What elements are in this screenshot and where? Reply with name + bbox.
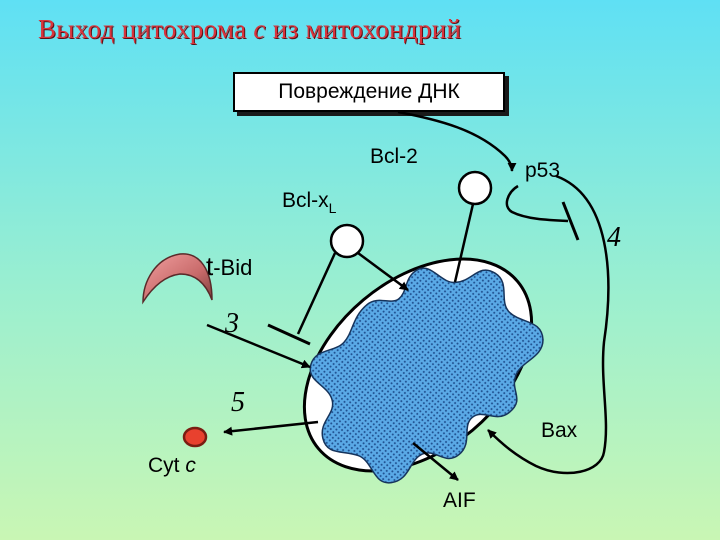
slide-title: Выход цитохрома c из митохондрий <box>38 14 462 44</box>
bcl2-circle <box>457 170 493 206</box>
dna-damage-box: Повреждение ДНК <box>233 72 505 112</box>
aif-arrow <box>412 442 459 481</box>
label-tbid: t-Bid <box>206 251 252 281</box>
label-cyt-c: Cyt c <box>148 454 196 477</box>
p53-inhibition-line <box>505 184 569 223</box>
bclxl-circle <box>329 223 365 259</box>
label-bclxl: Bcl-xL <box>282 189 337 216</box>
mitochondrion <box>302 257 544 484</box>
step-number-5: 5 <box>231 387 245 418</box>
label-bcl2: Bcl-2 <box>370 145 418 168</box>
label-bax: Bax <box>541 419 578 442</box>
step-number-3: 3 <box>224 308 239 339</box>
bclxl-arrow <box>357 251 409 292</box>
label-aif: AIF <box>443 489 476 512</box>
tbid-shape <box>142 253 213 305</box>
bcl2-link-line <box>453 203 475 283</box>
arrow-3 <box>206 323 311 369</box>
cyt-c-dot <box>182 426 208 448</box>
dna-to-p53-arrow <box>397 110 517 172</box>
arrow-5 <box>223 420 319 436</box>
label-p53: p53 <box>525 159 560 182</box>
step-number-4: 4 <box>607 222 621 253</box>
bclxl-inhibition-line <box>296 252 337 335</box>
p53-inhibition-bar <box>561 201 580 241</box>
mitochondrion-cristae <box>309 267 544 484</box>
bclxl-inhibition-bar <box>267 323 311 346</box>
p53-to-bax-arrow <box>487 174 610 475</box>
